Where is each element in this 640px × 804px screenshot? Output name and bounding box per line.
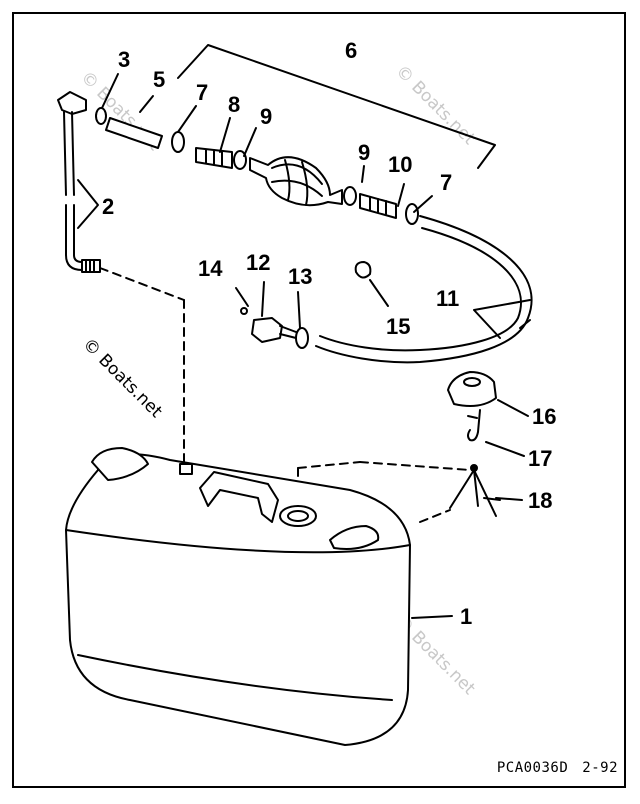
callout-label: 3 <box>118 47 130 72</box>
fuel-cap <box>447 371 497 407</box>
callout-label: 1 <box>460 604 472 629</box>
dashed-guide <box>359 461 471 471</box>
callout-label: 16 <box>532 404 556 429</box>
callout-label: 11 <box>436 286 459 311</box>
callout-label: 12 <box>246 250 270 275</box>
watermark: © Boats.net <box>78 334 166 422</box>
hose-clamp <box>295 327 309 349</box>
chain <box>467 409 481 442</box>
tank-handle <box>199 471 279 523</box>
dashed-guide <box>99 267 185 301</box>
fuel-hose <box>315 215 533 364</box>
washer <box>95 107 107 125</box>
gauge-assembly <box>449 469 497 517</box>
callout-label: 7 <box>440 170 452 195</box>
figure-code: PCA0036D <box>496 760 569 776</box>
diagram-frame <box>12 12 626 788</box>
figure-reference: PCA0036D 2-92 <box>483 760 618 776</box>
o-ring <box>240 307 248 315</box>
callout-bracket <box>177 44 496 169</box>
dashed-guide <box>419 509 451 523</box>
dashed-guide <box>297 461 361 469</box>
callout-label: 18 <box>528 488 552 513</box>
callout-label: 17 <box>528 446 552 471</box>
vent-screw <box>329 525 380 550</box>
callout-label: 9 <box>260 104 272 129</box>
hose-clamp <box>171 131 185 153</box>
tank-fitting <box>91 447 149 481</box>
elbow-fitting <box>57 91 87 115</box>
callout-label: 14 <box>198 256 223 281</box>
callout-label: 13 <box>288 264 312 289</box>
callout-leader-2 <box>77 179 99 229</box>
callout-label: 6 <box>345 38 357 63</box>
callout-label: 8 <box>228 92 240 117</box>
short-hose <box>105 117 163 149</box>
callout-label: 2 <box>102 194 114 219</box>
filler-neck <box>279 505 317 527</box>
quick-connector <box>251 317 283 343</box>
callout-label: 7 <box>196 80 208 105</box>
washer <box>233 150 247 170</box>
fuel-tank <box>65 453 411 746</box>
callout-label: 10 <box>388 152 412 177</box>
callout-label: 9 <box>358 140 370 165</box>
callout-label: 15 <box>386 314 410 339</box>
callout-label: 5 <box>153 67 165 92</box>
washer <box>343 186 357 206</box>
hose-clamp <box>405 203 419 225</box>
page-number: 2-92 <box>582 760 618 776</box>
hose-clip <box>354 261 372 279</box>
